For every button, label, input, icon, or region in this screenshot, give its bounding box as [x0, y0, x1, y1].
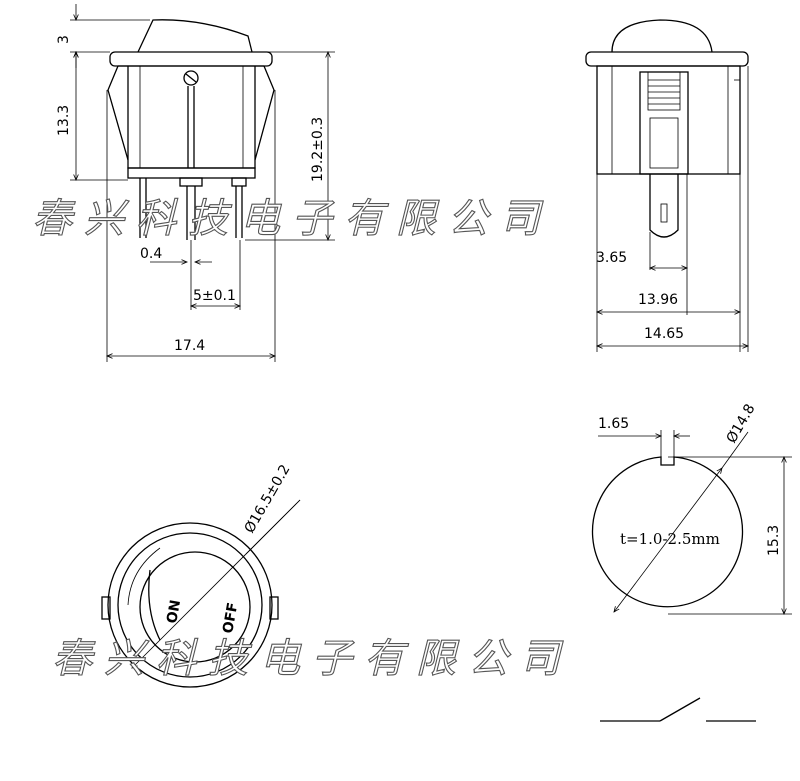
panel-cutout-view: 1.65 Ø14.8 t=1.0-2.5mm 15.3: [591, 401, 792, 614]
dim-terminal-width: 5±0.1: [193, 288, 236, 304]
switch-on-label: ON: [164, 599, 184, 625]
switch-off-label: OFF: [220, 601, 241, 634]
watermark-top: 春兴科技电子有限公司: [32, 196, 552, 242]
dim-body-width: 13.96: [638, 292, 678, 308]
dim-cutout-diameter: Ø14.8: [724, 401, 759, 446]
dim-tab-width: 3.65: [596, 250, 627, 266]
switch-symbol: [600, 697, 756, 722]
dim-body-height: 13.3: [56, 105, 72, 136]
dim-key-width: 1.65: [598, 416, 629, 432]
front-elevation-view: 3 13.3 19.2±0.3 0.4 5±0.1 17.4: [56, 4, 335, 362]
dim-front-diameter: Ø16.5±0.2: [242, 462, 294, 536]
dim-cutout-height: 15.3: [766, 525, 782, 556]
dim-overall-width: 17.4: [174, 338, 205, 354]
side-elevation-view: 3.65 13.96 14.65: [585, 19, 748, 352]
dim-flange-width: 14.65: [644, 326, 684, 342]
dim-terminal-thickness: 0.4: [140, 246, 162, 262]
watermark-bottom: 春兴科技电子有限公司: [52, 636, 572, 682]
cutout-thickness-note: t=1.0-2.5mm: [620, 530, 720, 548]
dim-total-height: 19.2±0.3: [310, 117, 326, 182]
dim-actuator-height: 3: [56, 35, 72, 44]
